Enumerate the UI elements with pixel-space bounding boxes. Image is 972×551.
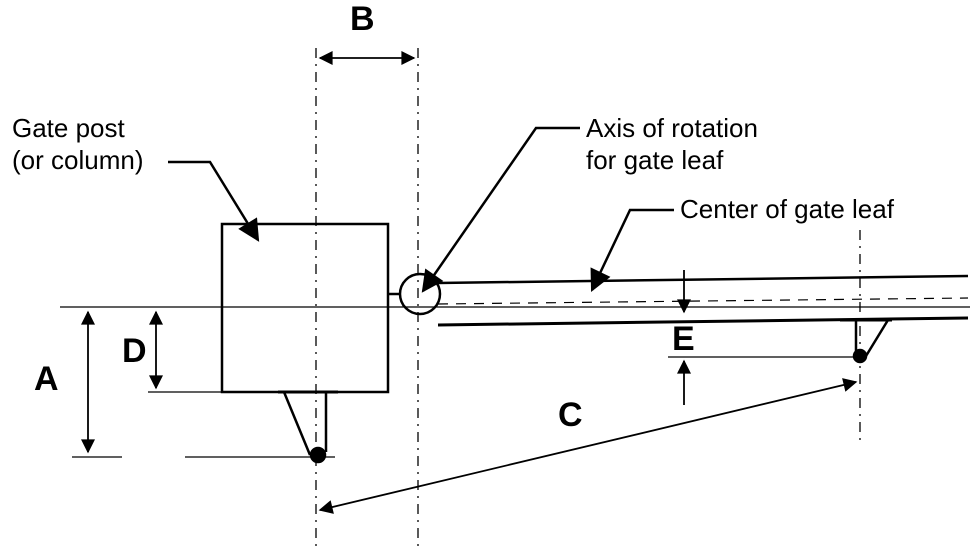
center-of-gate-leaf-label: Center of gate leaf: [680, 194, 894, 224]
gate-leaf-top-edge: [437, 274, 969, 285]
dimension-d-label: D: [122, 332, 147, 370]
gate-post: [220, 222, 390, 394]
gate-leaf-inner-line: [437, 297, 969, 305]
center-leaf-leader: [590, 208, 674, 292]
axis-of-rotation-label: Axis of rotation for gate leaf: [586, 112, 758, 176]
leaf-bracket-arm: [854, 319, 890, 357]
gate-post-label-line2: (or column): [12, 145, 144, 175]
axis-label-line1: Axis of rotation: [586, 113, 758, 143]
gate-post-label: Gate post (or column): [12, 112, 143, 176]
hinge-knuckle: [398, 272, 442, 316]
dimension-e-label: E: [672, 320, 695, 358]
post-bracket-arm: [282, 391, 328, 456]
post-pivot-pin: [309, 446, 327, 464]
dimension-a-label: A: [34, 360, 59, 398]
gate-post-leader: [168, 160, 260, 242]
dimension-c-arrow: [318, 378, 858, 514]
gate-post-label-line1: Gate post: [12, 113, 125, 143]
axis-label-line2: for gate leaf: [586, 145, 724, 175]
dimension-b-label: B: [350, 0, 375, 38]
dimension-c-label: C: [558, 396, 583, 434]
axis-leader: [421, 126, 580, 293]
